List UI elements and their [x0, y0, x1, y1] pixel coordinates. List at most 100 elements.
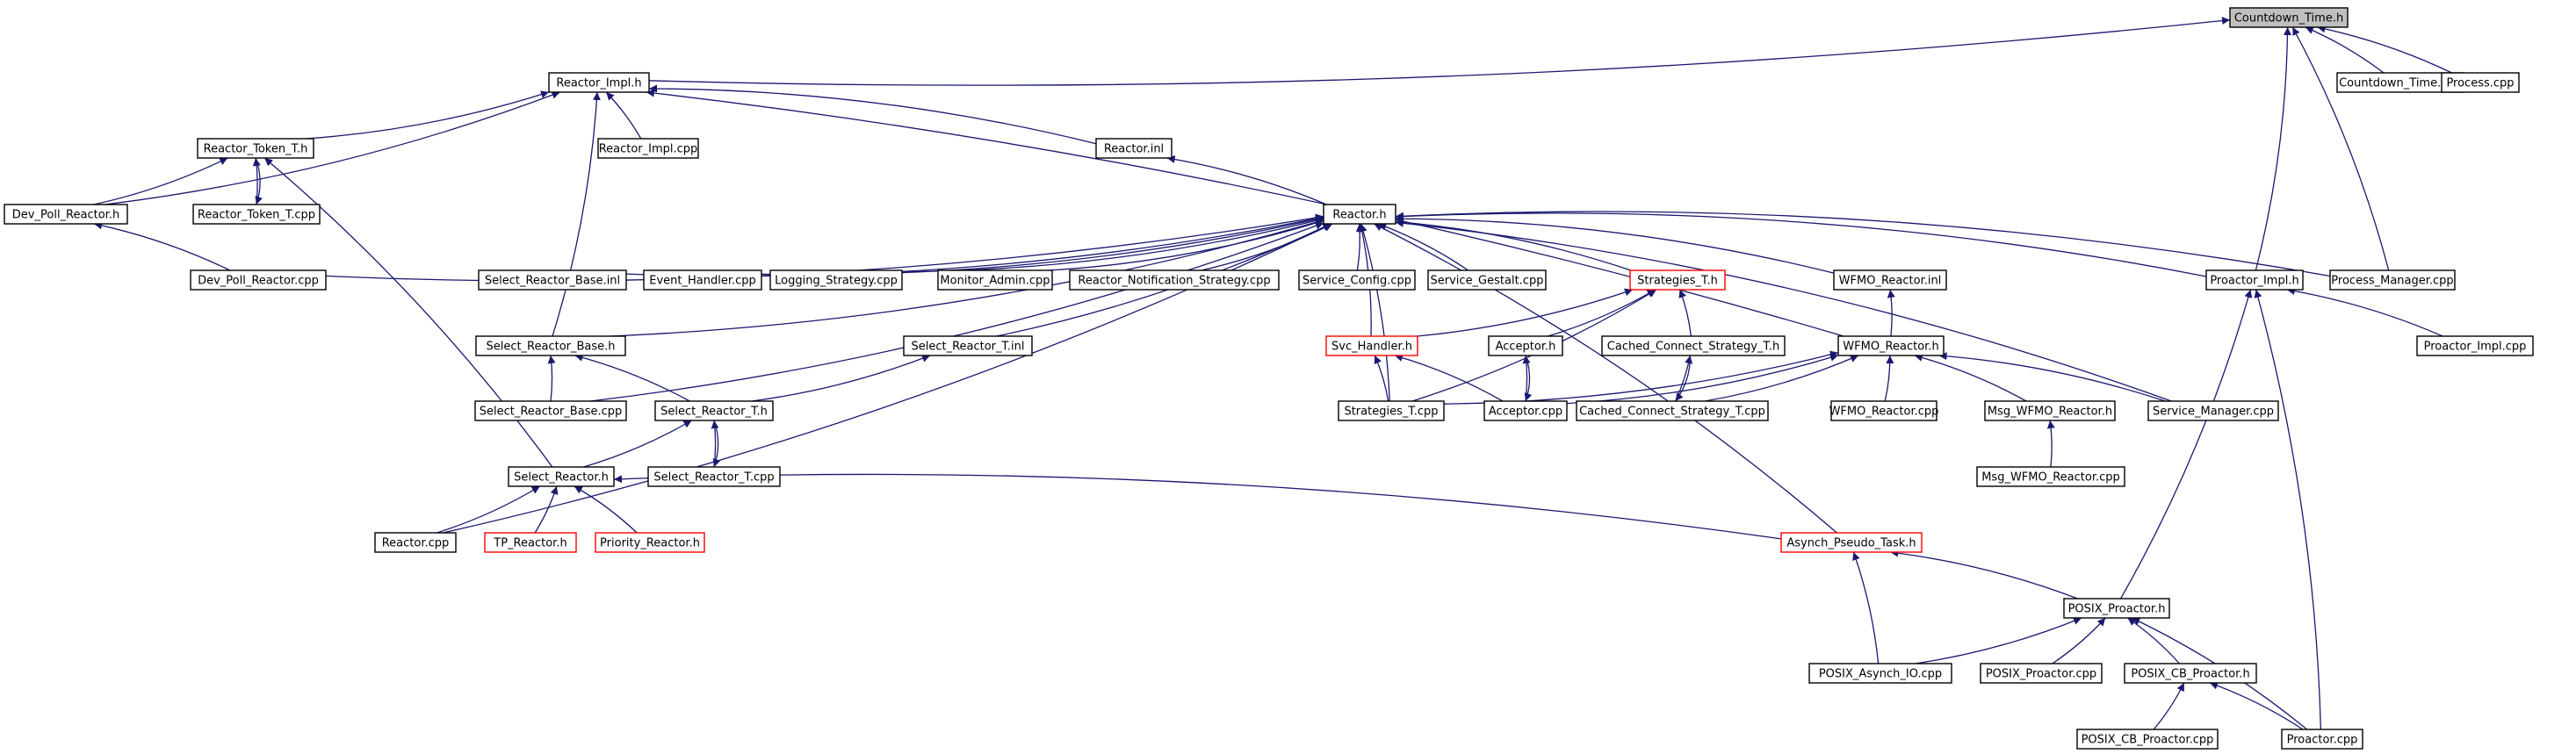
node-label: Reactor.h	[1332, 209, 1386, 222]
node-proactor-cpp[interactable]: Proactor.cpp	[2281, 729, 2363, 750]
node-proactor-impl-cpp[interactable]: Proactor_Impl.cpp	[2416, 335, 2534, 356]
node-proactor-impl-h[interactable]: Proactor_Impl.h	[2205, 269, 2304, 291]
node-reactor-h[interactable]: Reactor.h	[1323, 204, 1396, 225]
node-box	[484, 532, 577, 553]
node-label: Reactor_Token_T.h	[204, 143, 308, 156]
node-svc-handler-h[interactable]: Svc_Handler.h	[1325, 335, 1418, 356]
node-label: Process.cpp	[2446, 77, 2514, 90]
edge-reactor-impl-h-to-countdown-h	[648, 17, 2231, 86]
node-posix-proactor-h[interactable]: POSIX_Proactor.h	[2063, 598, 2170, 619]
node-service-config-cpp[interactable]: Service_Config.cpp	[1298, 269, 1416, 291]
node-dev-poll-h[interactable]: Dev_Poll_Reactor.h	[4, 204, 128, 225]
edge-acceptor-cpp-to-svc-handler-h	[1394, 354, 1504, 402]
edge-proactor-impl-h-to-reactor-h	[1395, 212, 2207, 277]
node-monitor-cpp[interactable]: Monitor_Admin.cpp	[937, 269, 1053, 291]
edge-asynch-pseudo-h-to-reactor-h	[1374, 223, 1837, 534]
edge-priority-reactor-h-to-select-reactor-h	[574, 485, 638, 534]
node-strategies-h[interactable]: Strategies_T.h	[1629, 269, 1726, 291]
node-reactor-cpp[interactable]: Reactor.cpp	[374, 532, 457, 553]
node-wfmo-inl[interactable]: WFMO_Reactor.inl	[1833, 269, 1947, 291]
node-cached-cpp[interactable]: Cached_Connect_Strategy_T.cpp	[1576, 400, 1769, 421]
edge-monitor-cpp-to-reactor-h	[1048, 219, 1324, 271]
node-select-base-h[interactable]: Select_Reactor_Base.h	[475, 335, 626, 356]
node-reactor-token-h[interactable]: Reactor_Token_T.h	[197, 138, 314, 159]
edge-select-base-cpp-to-select-base-h	[547, 355, 556, 402]
node-posix-cb-cpp[interactable]: POSIX_CB_Proactor.cpp	[2076, 729, 2219, 750]
node-box	[4, 204, 128, 225]
node-countdown-cpp[interactable]: Countdown_Time.cpp	[2336, 72, 2464, 93]
node-box	[190, 269, 327, 291]
node-label: WFMO_Reactor.inl	[1839, 275, 1942, 288]
node-event-handler-cpp[interactable]: Event_Handler.cpp	[643, 269, 762, 291]
node-posix-cb-h[interactable]: POSIX_CB_Proactor.h	[2124, 663, 2257, 684]
edge-wfmo-cpp-to-wfmo-h	[1884, 355, 1894, 402]
node-notification-cpp[interactable]: Reactor_Notification_Strategy.cpp	[1069, 269, 1280, 291]
node-tp-reactor-h[interactable]: TP_Reactor.h	[484, 532, 577, 553]
edge-posix-cb-cpp-to-posix-cb-h	[2153, 682, 2185, 730]
node-wfmo-h[interactable]: WFMO_Reactor.h	[1837, 335, 1945, 356]
edge-countdown-cpp-to-countdown-h	[2305, 26, 2385, 74]
node-box	[1576, 400, 1769, 421]
edge-event-handler-cpp-to-reactor-h	[761, 215, 1324, 276]
node-box	[475, 335, 626, 356]
node-label: Reactor_Impl.h	[556, 77, 641, 90]
node-label: Countdown_Time.cpp	[2339, 77, 2462, 90]
node-logging-cpp[interactable]: Logging_Strategy.cpp	[769, 269, 903, 291]
node-box	[597, 138, 699, 159]
node-select-t-cpp[interactable]: Select_Reactor_T.cpp	[647, 466, 781, 487]
node-select-reactor-h[interactable]: Select_Reactor.h	[508, 466, 615, 487]
node-box	[1980, 663, 2103, 684]
node-msg-wfmo-h[interactable]: Msg_WFMO_Reactor.h	[1984, 400, 2116, 421]
edge-cached-h-to-strategies-h	[1678, 289, 1692, 337]
node-acceptor-cpp[interactable]: Acceptor.cpp	[1483, 400, 1568, 421]
edge-posix-cb-h-to-posix-proactor-h	[2127, 617, 2180, 664]
node-label: WFMO_Reactor.cpp	[1829, 406, 1939, 419]
edge-dev-poll-h-to-reactor-token-h	[93, 157, 228, 205]
edge-msg-wfmo-h-to-wfmo-h	[1914, 354, 2027, 402]
node-select-t-inl[interactable]: Select_Reactor_T.inl	[903, 335, 1033, 356]
node-strategies-cpp[interactable]: Strategies_T.cpp	[1338, 400, 1445, 421]
node-box	[1325, 335, 1418, 356]
node-asynch-pseudo-h[interactable]: Asynch_Pseudo_Task.h	[1780, 532, 1923, 553]
node-box	[647, 466, 781, 487]
node-service-manager-cpp[interactable]: Service_Manager.cpp	[2147, 400, 2279, 421]
node-label: Priority_Reactor.h	[600, 537, 700, 550]
node-box	[2416, 335, 2534, 356]
node-label: Msg_WFMO_Reactor.cpp	[1981, 471, 2120, 485]
node-process-manager-cpp[interactable]: Process_Manager.cpp	[2329, 269, 2456, 291]
node-cached-h[interactable]: Cached_Connect_Strategy_T.h	[1601, 335, 1786, 356]
node-select-t-h[interactable]: Select_Reactor_T.h	[654, 400, 774, 421]
node-msg-wfmo-cpp[interactable]: Msg_WFMO_Reactor.cpp	[1976, 466, 2125, 487]
edge-reactor-impl-cpp-to-reactor-impl-h	[605, 91, 642, 140]
node-countdown-h[interactable]: Countdown_Time.h	[2229, 7, 2349, 28]
edge-select-t-h-to-select-base-h	[574, 353, 690, 402]
node-posix-proactor-cpp[interactable]: POSIX_Proactor.cpp	[1980, 663, 2103, 684]
node-box	[1837, 335, 1945, 356]
node-box	[1833, 269, 1947, 291]
node-reactor-token-cpp[interactable]: Reactor_Token_T.cpp	[192, 204, 321, 225]
node-posix-asynch-cpp[interactable]: POSIX_Asynch_IO.cpp	[1808, 663, 1952, 684]
node-label: Logging_Strategy.cpp	[775, 275, 898, 288]
edge-posix-asynch-cpp-to-posix-proactor-h	[1915, 617, 2082, 664]
node-box	[1338, 400, 1445, 421]
node-reactor-inl[interactable]: Reactor.inl	[1095, 138, 1173, 159]
edge-posix-proactor-cpp-to-posix-proactor-h	[2052, 617, 2106, 664]
node-wfmo-cpp[interactable]: WFMO_Reactor.cpp	[1829, 400, 1939, 421]
node-label: Acceptor.h	[1496, 341, 1556, 354]
node-select-base-inl[interactable]: Select_Reactor_Base.inl	[478, 269, 627, 291]
node-service-gestalt-cpp[interactable]: Service_Gestalt.cpp	[1427, 269, 1547, 291]
node-process-cpp[interactable]: Process.cpp	[2441, 72, 2520, 93]
node-select-base-cpp[interactable]: Select_Reactor_Base.cpp	[474, 400, 627, 421]
node-reactor-impl-h[interactable]: Reactor_Impl.h	[548, 72, 650, 93]
edge-reactor-cpp-to-select-reactor-h	[437, 485, 541, 534]
node-reactor-impl-cpp[interactable]: Reactor_Impl.cpp	[597, 138, 699, 159]
node-label: Proactor_Impl.cpp	[2424, 341, 2527, 354]
node-dev-poll-cpp[interactable]: Dev_Poll_Reactor.cpp	[190, 269, 327, 291]
node-acceptor-h[interactable]: Acceptor.h	[1488, 335, 1563, 356]
edge-select-base-inl-to-reactor-h	[625, 214, 1324, 277]
node-label: Cached_Connect_Strategy_T.h	[1607, 341, 1779, 354]
node-priority-reactor-h[interactable]: Priority_Reactor.h	[595, 532, 705, 553]
edge-reactor-token-h-to-reactor-token-cpp	[255, 157, 263, 205]
